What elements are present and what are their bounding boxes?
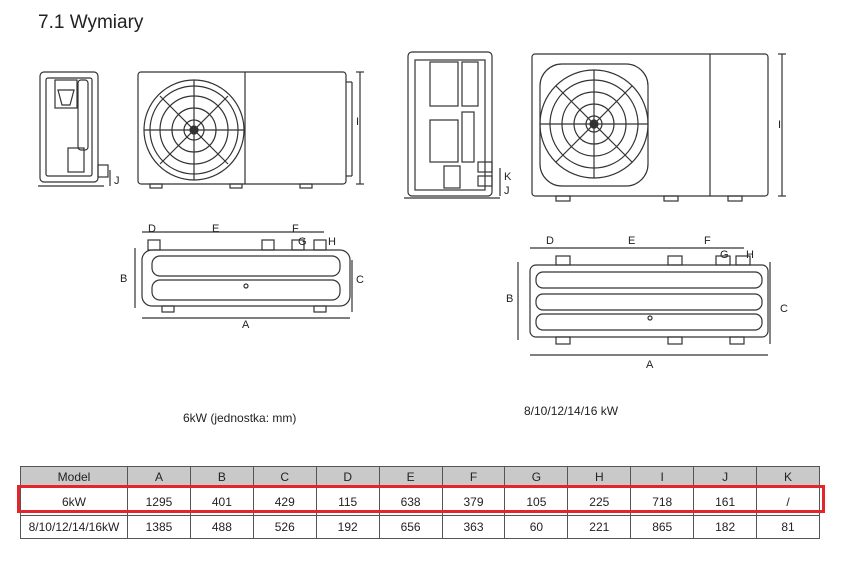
table-cell: 379 bbox=[441, 487, 506, 516]
svg-text:H: H bbox=[746, 249, 754, 261]
table-header-row: Model A B C D E F G H I J K bbox=[20, 466, 820, 488]
col-header-a: A bbox=[127, 466, 191, 488]
table-cell: 192 bbox=[315, 515, 380, 539]
svg-text:K: K bbox=[504, 171, 512, 183]
table-cell: 60 bbox=[504, 515, 569, 539]
large-unit-caption: 8/10/12/14/16 kW bbox=[524, 404, 619, 418]
col-header-d: D bbox=[315, 466, 380, 488]
table-cell: 1385 bbox=[127, 515, 191, 539]
small-unit-caption: 6kW (jednostka: mm) bbox=[183, 411, 297, 425]
svg-text:C: C bbox=[780, 303, 788, 315]
table-cell: 8/10/12/14/16kW bbox=[20, 515, 128, 539]
large-unit-top-view bbox=[517, 247, 771, 356]
table-cell: 638 bbox=[378, 487, 443, 516]
svg-text:J: J bbox=[504, 185, 510, 197]
table-cell: 363 bbox=[441, 515, 506, 539]
table-row: 8/10/12/14/16kW 1385 488 526 192 656 363… bbox=[20, 515, 820, 539]
svg-text:H: H bbox=[328, 236, 336, 248]
table-cell: 105 bbox=[504, 487, 569, 516]
table-cell: / bbox=[756, 487, 820, 516]
dimensions-table: Model A B C D E F G H I J K 6kW 1295 401… bbox=[20, 466, 820, 539]
svg-text:D: D bbox=[148, 223, 156, 235]
svg-text:D: D bbox=[546, 235, 554, 247]
col-header-f: F bbox=[441, 466, 506, 488]
svg-text:I: I bbox=[356, 116, 359, 128]
table-cell: 488 bbox=[189, 515, 254, 539]
col-header-h: H bbox=[567, 466, 632, 488]
table-cell: 656 bbox=[378, 515, 443, 539]
table-cell: 225 bbox=[567, 487, 632, 516]
table-cell: 718 bbox=[630, 487, 695, 516]
svg-text:C: C bbox=[356, 274, 364, 286]
svg-text:A: A bbox=[242, 319, 250, 331]
small-unit-side-view bbox=[38, 71, 111, 187]
table-row: 6kW 1295 401 429 115 638 379 105 225 718… bbox=[20, 487, 820, 516]
table-cell: 161 bbox=[693, 487, 758, 516]
col-header-model: Model bbox=[20, 466, 128, 488]
svg-text:B: B bbox=[506, 293, 513, 305]
dimension-labels: D E F G H B C A J I D E F G H B C A K J … bbox=[114, 116, 788, 371]
table-cell: 115 bbox=[315, 487, 380, 516]
svg-text:A: A bbox=[646, 359, 654, 371]
svg-text:F: F bbox=[704, 235, 711, 247]
svg-text:G: G bbox=[720, 249, 729, 261]
svg-text:E: E bbox=[628, 235, 635, 247]
table-cell: 182 bbox=[693, 515, 758, 539]
table-cell: 221 bbox=[567, 515, 632, 539]
table-cell: 526 bbox=[252, 515, 317, 539]
dimension-drawings: D E F G H B C A J I D E F G H B C A K J … bbox=[38, 51, 788, 371]
small-unit-front-view bbox=[137, 71, 364, 189]
small-unit-top-view bbox=[134, 231, 353, 319]
col-header-j: J bbox=[693, 466, 758, 488]
table-cell: 429 bbox=[252, 487, 317, 516]
table-cell: 81 bbox=[756, 515, 820, 539]
svg-text:J: J bbox=[114, 175, 120, 187]
table-cell: 6kW bbox=[20, 487, 128, 516]
col-header-i: I bbox=[630, 466, 695, 488]
svg-text:G: G bbox=[298, 236, 307, 248]
section-title: 7.1 Wymiary bbox=[38, 12, 144, 33]
col-header-e: E bbox=[378, 466, 443, 488]
table-cell: 865 bbox=[630, 515, 695, 539]
svg-text:I: I bbox=[778, 119, 781, 131]
col-header-c: C bbox=[252, 466, 317, 488]
large-unit-side-view bbox=[404, 51, 501, 199]
svg-text:E: E bbox=[212, 223, 219, 235]
col-header-b: B bbox=[189, 466, 254, 488]
col-header-k: K bbox=[756, 466, 820, 488]
large-unit-front-view bbox=[531, 53, 786, 202]
svg-text:F: F bbox=[292, 223, 299, 235]
svg-text:B: B bbox=[120, 273, 127, 285]
table-cell: 1295 bbox=[127, 487, 191, 516]
col-header-g: G bbox=[504, 466, 569, 488]
table-cell: 401 bbox=[189, 487, 254, 516]
